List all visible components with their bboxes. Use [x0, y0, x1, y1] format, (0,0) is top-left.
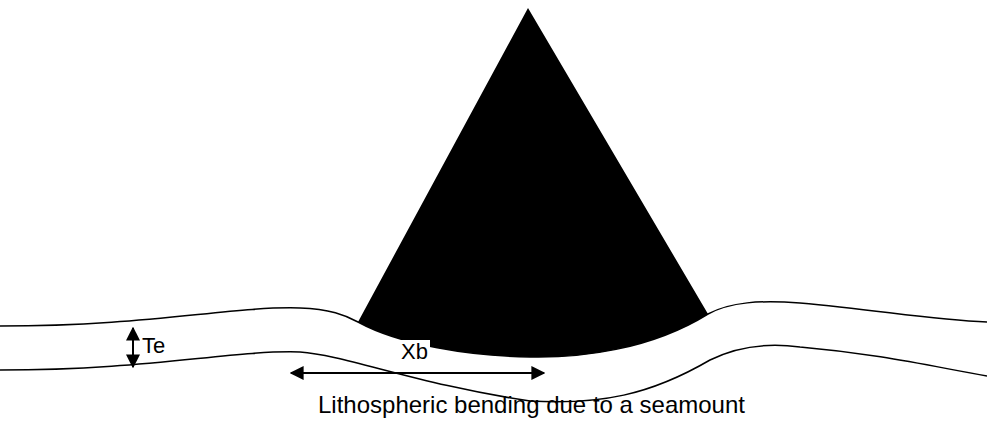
flexure-width-label: Xb: [399, 340, 430, 364]
thickness-label: Te: [142, 334, 165, 358]
seamount: [358, 8, 708, 357]
te-arrow: [132, 328, 134, 367]
xb-arrow: [291, 372, 544, 374]
caption: Lithospheric bending due to a seamount: [318, 392, 745, 418]
